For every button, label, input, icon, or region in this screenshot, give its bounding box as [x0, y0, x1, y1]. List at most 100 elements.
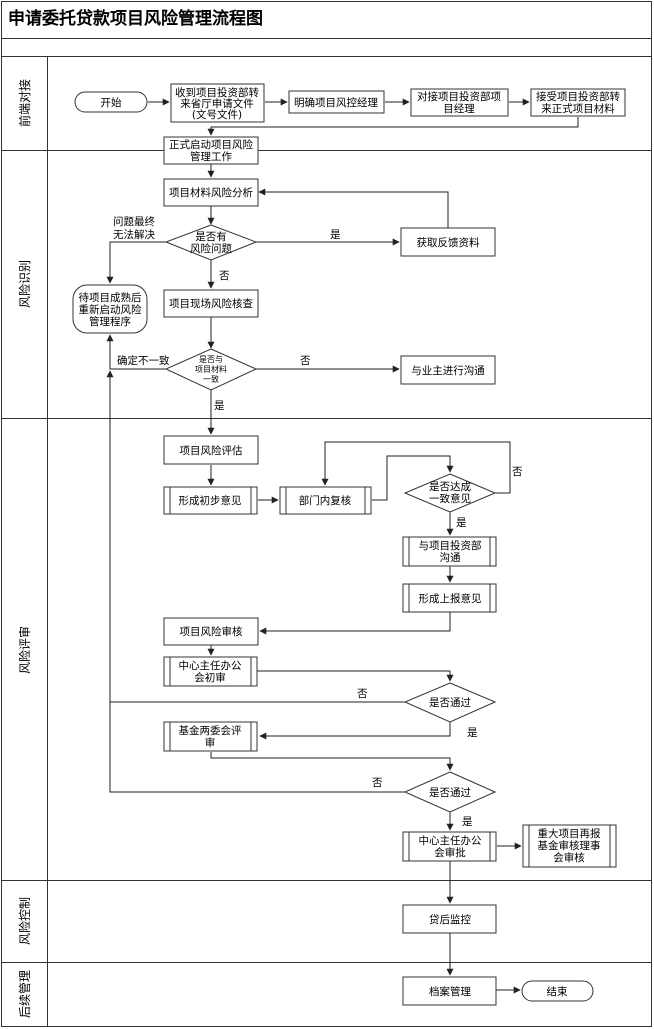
onsite-check-box: [163, 289, 259, 318]
pass1-decision: [403, 682, 497, 723]
post-loan-box: [402, 904, 497, 934]
edge-label-yes: 是: [462, 816, 473, 828]
agree-label: 一致意见: [429, 492, 471, 505]
end-label: 结束: [547, 985, 568, 998]
edge-label-yes: 是: [456, 517, 467, 529]
start-terminal: [74, 91, 148, 113]
lane-label-review: 风险评审: [17, 626, 32, 674]
risk-assess-label: 项目风险评估: [180, 444, 243, 457]
wait-restart-label: 待项目成熟后: [79, 291, 142, 304]
edge-label-unresolved: 问题最终: [113, 215, 155, 228]
lane-label-front: 前端对接: [17, 79, 32, 127]
wait-restart-terminal: [72, 284, 148, 334]
connect-manager-label: 对接项目投资部项: [417, 90, 501, 103]
major-review-label: 会审核: [553, 851, 585, 864]
edge-label-inconsistent: 确定不一致: [117, 354, 170, 367]
archive-box: [402, 976, 497, 1006]
agree-decision: [403, 473, 497, 513]
prelim-opinion-box: [163, 486, 258, 515]
arrow-report-to-riskreview: [259, 612, 451, 635]
major-review-box: [522, 824, 617, 868]
connect-manager-box: [410, 88, 509, 117]
wait-restart-label: 重新启动风险: [79, 303, 142, 316]
receive-docs-label: 来省厅申请文件: [180, 97, 254, 110]
launch-risk-label: 管理工作: [190, 150, 232, 163]
major-review-label: 重大项目再报: [538, 827, 601, 840]
center-approve-box: [402, 831, 497, 862]
receive-docs-box: [170, 83, 265, 123]
consistent-label: 一致: [203, 374, 219, 384]
end-terminal: [521, 980, 594, 1002]
consistent-label: 项目材料: [195, 364, 227, 374]
accept-materials-box: [530, 88, 626, 117]
has-risk-decision: [164, 224, 258, 261]
assign-manager-label: 明确项目风控经理: [294, 96, 378, 109]
has-risk-label: 是否有: [195, 230, 227, 243]
edge-label-no: 否: [512, 466, 523, 478]
launch-risk-label: 正式启动项目风险: [169, 138, 253, 151]
arrow-hasrisk-unresolved: [106, 241, 166, 284]
communicate-dept-label: 与项目投资部: [419, 539, 482, 552]
consistent-label: 是否与: [199, 355, 223, 364]
get-feedback-box: [400, 227, 496, 257]
arrow-consistent-inconsistent: [106, 334, 166, 370]
launch-risk-box: [163, 136, 259, 165]
onsite-check-label: 项目现场风险核查: [169, 297, 253, 310]
edge-label-no: 否: [300, 355, 311, 367]
center-first-box: [163, 656, 258, 687]
connectors: [106, 98, 579, 994]
edge-label-unresolved: 无法解决: [113, 228, 155, 241]
consistent-decision: [164, 348, 258, 391]
pass2-decision: [403, 771, 497, 813]
material-analysis-label: 项目材料风险分析: [169, 186, 253, 199]
edge-label-yes: 是: [214, 400, 225, 412]
edge-label-no: 否: [219, 270, 230, 282]
risk-review-box: [163, 617, 259, 646]
edge-label-no: 否: [372, 777, 383, 789]
has-risk-label: 风险问题: [190, 242, 232, 255]
receive-docs-label: (文号文件): [192, 108, 242, 121]
post-loan-label: 贷后监控: [429, 913, 471, 926]
edge-label-yes: 是: [467, 727, 478, 739]
accept-materials-label: 来正式项目材料: [541, 102, 615, 115]
report-opinion-label: 形成上报意见: [419, 592, 482, 605]
risk-assess-box: [163, 435, 259, 465]
pass2-label: 是否通过: [429, 786, 471, 799]
dept-review-box: [279, 486, 372, 515]
page-title: 申请委托贷款项目风险管理流程图: [8, 8, 263, 29]
edge-label-no: 否: [357, 688, 368, 700]
report-opinion-box: [402, 583, 497, 613]
fund-committee-label: 基金两委会评: [179, 724, 242, 737]
communicate-dept-label: 沟通: [440, 551, 461, 564]
major-review-label: 基金审核理事: [538, 839, 601, 852]
arrow-dept-to-agree: [372, 455, 454, 501]
arrow-agree-no: [321, 441, 511, 494]
prelim-opinion-label: 形成初步意见: [179, 494, 242, 507]
dept-review-label: 部门内复核: [299, 494, 352, 507]
risk-review-label: 项目风险审核: [180, 625, 243, 638]
communicate-owner-box: [400, 355, 496, 385]
material-analysis-box: [163, 178, 259, 207]
communicate-dept-box: [402, 536, 497, 567]
center-first-label: 中心主任办公: [179, 659, 242, 672]
archive-label: 档案管理: [429, 985, 471, 998]
lane-label-follow: 后续管理: [17, 970, 32, 1018]
center-first-label: 会初审: [194, 671, 226, 684]
get-feedback-label: 获取反馈资料: [417, 236, 480, 249]
arrow-first-to-pass1: [257, 670, 454, 682]
center-approve-label: 中心主任办公: [419, 834, 482, 847]
edge-label-yes: 是: [330, 229, 341, 241]
center-approve-label: 会审批: [434, 846, 466, 859]
communicate-owner-label: 与业主进行沟通: [411, 364, 485, 377]
connect-manager-label: 目经理: [443, 102, 475, 115]
fund-committee-label: 审: [205, 736, 216, 749]
wait-restart-label: 管理程序: [89, 315, 131, 328]
receive-docs-label: 收到项目投资部转: [175, 86, 259, 99]
arrow-accept-to-launch: [207, 117, 579, 136]
accept-materials-label: 接受项目投资部转: [536, 90, 620, 103]
fund-committee-box: [163, 721, 258, 752]
start-label: 开始: [101, 96, 122, 109]
pass1-label: 是否通过: [429, 696, 471, 709]
